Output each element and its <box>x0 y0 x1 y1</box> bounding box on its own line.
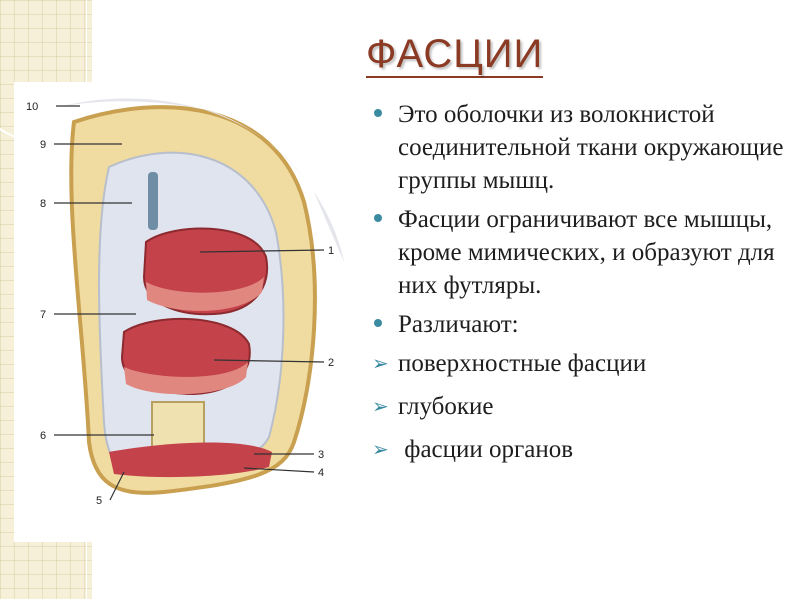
figure-label-9: 9 <box>40 139 46 151</box>
bullet-dot-icon <box>374 109 382 117</box>
bullet-dot-icon <box>374 214 382 222</box>
chevron-right-icon: ➢ <box>372 437 389 461</box>
chevron-right-icon: ➢ <box>372 351 389 375</box>
bullet-item: Это оболочки из волокнистой соединительн… <box>370 98 790 197</box>
fascia-cross-section-svg: 10 9 8 1 7 2 6 3 4 5 <box>26 98 344 507</box>
figure-label-6: 6 <box>40 430 46 442</box>
muscle-upper-cut <box>146 277 264 311</box>
sub-bullet-item: ➢ поверхностные фасции <box>370 347 790 380</box>
figure-label-8: 8 <box>40 198 46 210</box>
bullet-item: Различают: <box>370 308 790 341</box>
sub-bullet-text: глубокие <box>398 393 494 420</box>
chevron-right-icon: ➢ <box>372 394 389 418</box>
bullet-item: Фасции ограничивают все мышцы, кроме мим… <box>370 203 790 302</box>
figure-label-10: 10 <box>26 101 38 113</box>
sub-bullet-text: фасции органов <box>398 436 574 463</box>
bullet-text: Фасции ограничивают все мышцы, кроме мим… <box>398 206 775 299</box>
vessel <box>148 172 158 230</box>
bullet-text: Различают: <box>398 311 519 338</box>
slide-content: Это оболочки из волокнистой соединительн… <box>370 98 790 476</box>
figure-label-4: 4 <box>318 467 324 479</box>
slide-title: ФАСЦИИ <box>366 32 544 78</box>
muscle-lower-cut <box>124 362 248 395</box>
muscle-band <box>109 442 272 478</box>
bullet-dot-icon <box>374 319 382 327</box>
figure-label-1: 1 <box>328 245 334 257</box>
sub-bullet-item: ➢ глубокие <box>370 390 790 423</box>
sub-bullet-text: поверхностные фасции <box>398 350 647 377</box>
fascia-anatomy-illustration: 10 9 8 1 7 2 6 3 4 5 <box>14 82 354 542</box>
figure-label-2: 2 <box>328 357 334 369</box>
figure-label-5: 5 <box>96 495 102 507</box>
sub-bullet-item: ➢ фасции органов <box>370 433 790 466</box>
figure-label-7: 7 <box>40 309 46 321</box>
figure-label-3: 3 <box>318 449 324 461</box>
bullet-text: Это оболочки из волокнистой соединительн… <box>398 101 784 194</box>
